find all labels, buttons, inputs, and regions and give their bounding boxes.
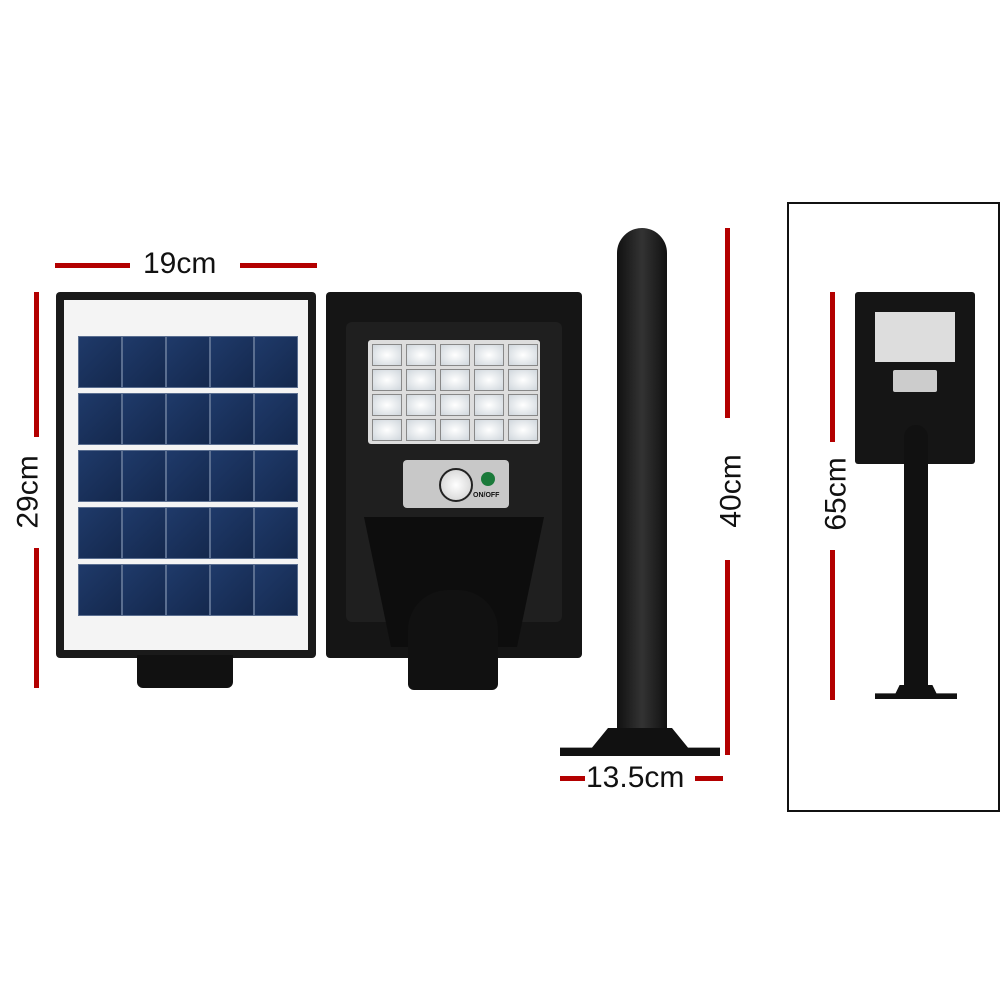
led-chip xyxy=(440,394,470,416)
total-height-label: 65cm xyxy=(819,457,853,531)
assembled-pole xyxy=(904,425,928,690)
lamp-body: ON/OFF xyxy=(326,292,582,658)
pole-base xyxy=(560,728,720,756)
led-chip xyxy=(372,369,402,391)
solar-cell xyxy=(166,564,210,616)
led-chip xyxy=(440,419,470,441)
solar-cell xyxy=(210,507,254,559)
solar-cell xyxy=(122,507,166,559)
solar-cell xyxy=(254,564,298,616)
solar-cell xyxy=(210,564,254,616)
panel-mount xyxy=(137,655,233,688)
base-line-right xyxy=(695,776,723,781)
solar-cell xyxy=(78,393,122,445)
led-chip xyxy=(474,419,504,441)
led-chip xyxy=(440,369,470,391)
led-chip xyxy=(372,394,402,416)
led-chip xyxy=(406,344,436,366)
total-line-top xyxy=(830,292,835,442)
solar-cell xyxy=(122,336,166,388)
led-chip xyxy=(406,419,436,441)
solar-cell xyxy=(78,564,122,616)
led-chip xyxy=(508,369,538,391)
led-chip xyxy=(474,369,504,391)
led-chip xyxy=(406,369,436,391)
switch-label: ON/OFF xyxy=(473,492,500,499)
solar-cell xyxy=(210,393,254,445)
led-chip xyxy=(474,394,504,416)
solar-cell xyxy=(254,450,298,502)
led-chip xyxy=(406,394,436,416)
led-chip xyxy=(372,344,402,366)
solar-cell xyxy=(122,393,166,445)
solar-cell xyxy=(166,393,210,445)
solar-cell xyxy=(78,336,122,388)
lamp-socket xyxy=(408,590,498,690)
solar-cell xyxy=(210,336,254,388)
power-button[interactable] xyxy=(481,472,495,486)
solar-cell xyxy=(210,450,254,502)
base-width-label: 13.5cm xyxy=(586,761,685,794)
led-chip xyxy=(508,394,538,416)
solar-cell xyxy=(122,450,166,502)
sensor-panel: ON/OFF xyxy=(403,460,509,508)
led-chip xyxy=(372,419,402,441)
solar-panel xyxy=(56,292,316,658)
solar-cell xyxy=(254,507,298,559)
solar-cell xyxy=(254,393,298,445)
led-chip xyxy=(508,419,538,441)
assembled-view-frame xyxy=(787,202,1000,812)
total-line-bottom xyxy=(830,550,835,700)
width-line-left xyxy=(55,263,130,268)
led-array xyxy=(368,340,540,444)
pole-length-label: 40cm xyxy=(714,454,748,528)
pole-line-bottom xyxy=(725,560,730,755)
solar-cell xyxy=(254,336,298,388)
pole xyxy=(617,228,667,736)
solar-cell xyxy=(166,336,210,388)
led-chip xyxy=(440,344,470,366)
solar-cell xyxy=(166,450,210,502)
pole-line-top xyxy=(725,228,730,418)
width-line-right xyxy=(240,263,317,268)
motion-sensor-icon xyxy=(439,468,473,502)
height-line-top xyxy=(34,292,39,437)
led-chip xyxy=(508,344,538,366)
solar-cell xyxy=(122,564,166,616)
height-label: 29cm xyxy=(11,455,45,529)
solar-cell xyxy=(166,507,210,559)
solar-cell xyxy=(78,450,122,502)
led-chip xyxy=(474,344,504,366)
base-line-left xyxy=(560,776,585,781)
width-label: 19cm xyxy=(143,247,217,280)
solar-cell xyxy=(78,507,122,559)
height-line-bottom xyxy=(34,548,39,688)
